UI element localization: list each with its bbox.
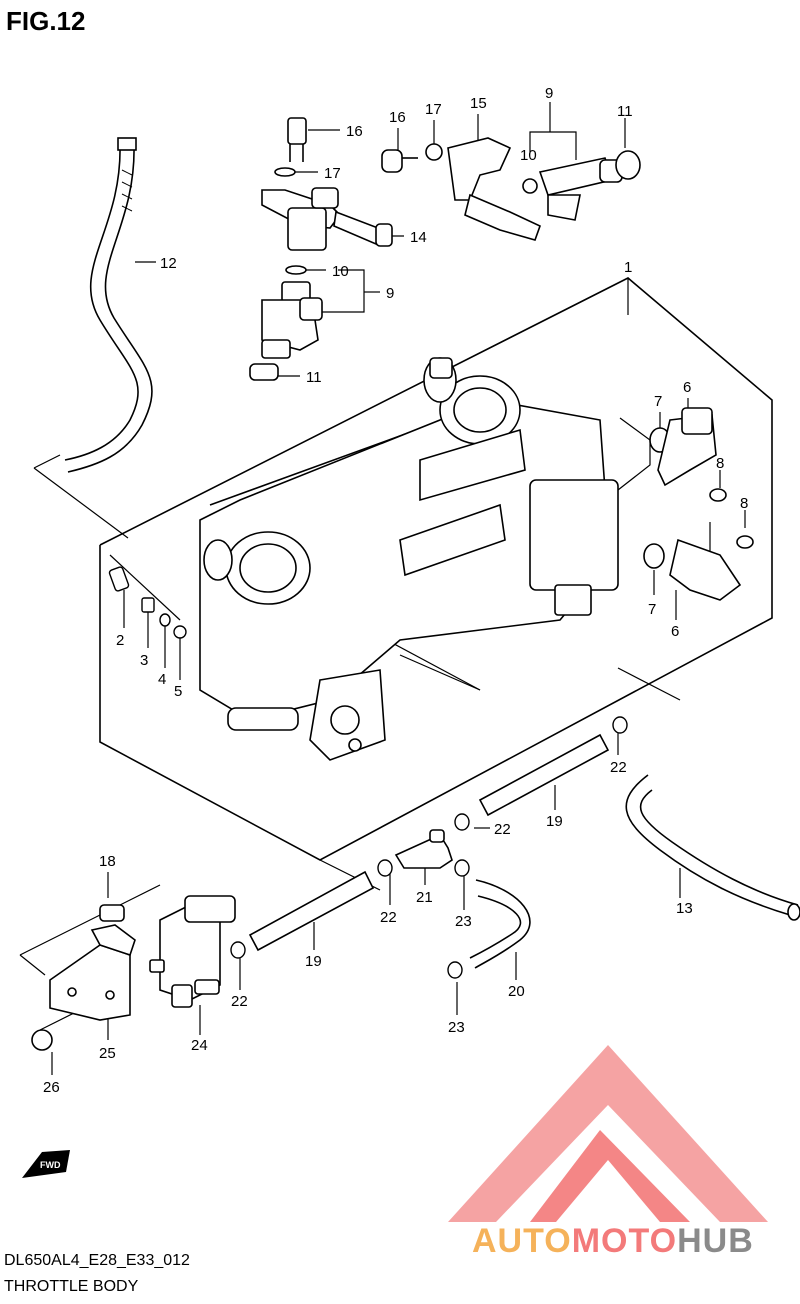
callout-11-upper: 11	[617, 103, 633, 120]
callout-22-b: 22	[494, 821, 511, 838]
callout-17-right: 17	[324, 165, 341, 182]
callout-14: 14	[410, 229, 427, 246]
callout-12: 12	[160, 255, 177, 272]
injector-9-upper	[522, 150, 641, 221]
sensor-bracket-14	[261, 117, 393, 251]
callout-8-upper: 8	[716, 455, 724, 472]
fwd-direction-badge: FWD	[22, 1150, 70, 1178]
callout-23-b: 23	[448, 1019, 465, 1036]
callout-6-lower: 6	[671, 623, 679, 640]
callout-3: 3	[140, 652, 148, 669]
callout-25: 25	[99, 1045, 116, 1062]
callout-4: 4	[158, 671, 166, 688]
hose-20	[469, 879, 531, 969]
callout-8-lower: 8	[740, 495, 748, 512]
watermark-logo	[448, 1045, 768, 1222]
callout-16-top: 16	[389, 109, 406, 126]
callout-labels: 1 2 3 4 5 6 6 7 7 8 8 9 9 10 10 11 11 12…	[43, 85, 748, 1096]
hose-13	[625, 774, 800, 921]
figure-title: FIG.12	[6, 6, 86, 36]
hoses-19	[248, 733, 610, 952]
diagram-title: THROTTLE BODY	[4, 1278, 139, 1295]
throttle-body-1	[199, 357, 619, 761]
diagram-code: DL650AL4_E28_E33_012	[4, 1252, 190, 1269]
bracket-25	[31, 904, 136, 1051]
callout-11-lower: 11	[306, 369, 322, 386]
brand-auto: AUTO	[472, 1222, 572, 1260]
callout-19-lower: 19	[305, 953, 322, 970]
callout-9-lower: 9	[386, 285, 394, 302]
callout-23-a: 23	[455, 913, 472, 930]
hose-12	[64, 137, 153, 473]
callout-20: 20	[508, 983, 525, 1000]
callout-10-upper: 10	[520, 147, 537, 164]
callout-21: 21	[416, 889, 433, 906]
callout-6-upper: 6	[683, 379, 691, 396]
watermark-brand: AUTOMOTOHUB	[472, 1222, 754, 1261]
callout-19-upper: 19	[546, 813, 563, 830]
clamps-22-23	[230, 716, 628, 979]
sensors-6-7-8	[643, 407, 754, 601]
joint-21	[394, 829, 453, 869]
callout-18: 18	[99, 853, 116, 870]
callout-7-lower: 7	[648, 601, 656, 618]
callout-1: 1	[624, 259, 632, 276]
callout-24: 24	[191, 1037, 208, 1054]
callout-13: 13	[676, 900, 693, 917]
injector-9-lower	[249, 265, 323, 381]
callout-22-c: 22	[380, 909, 397, 926]
callout-26: 26	[43, 1079, 60, 1096]
callout-15: 15	[470, 95, 487, 112]
callout-7-upper: 7	[654, 393, 662, 410]
callout-2: 2	[116, 632, 124, 649]
callout-17-top: 17	[425, 101, 442, 118]
callout-22-a: 22	[610, 759, 627, 776]
callout-9-upper: 9	[545, 85, 553, 102]
callout-16-right: 16	[346, 123, 363, 140]
solenoid-valve-24	[149, 895, 236, 1008]
callout-22-d: 22	[231, 993, 248, 1010]
callout-10-lower: 10	[332, 263, 349, 280]
callout-5: 5	[174, 683, 182, 700]
fasteners-2-5	[108, 566, 187, 639]
brand-moto: MOTO	[571, 1222, 678, 1260]
fwd-label: FWD	[40, 1160, 61, 1170]
brand-hub: HUB	[677, 1222, 754, 1260]
sensor-bracket-15	[381, 137, 541, 241]
